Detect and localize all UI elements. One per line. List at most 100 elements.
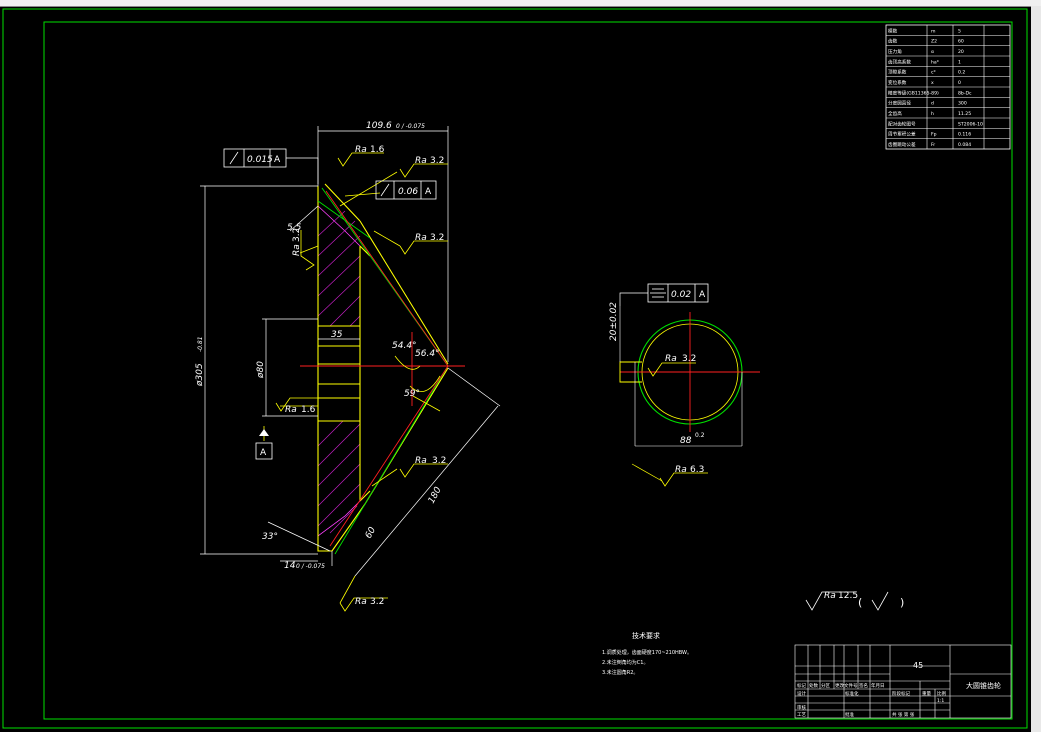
- svg-text:0.02: 0.02: [671, 290, 691, 300]
- title-row-3: 审核: [797, 704, 806, 711]
- dim-diameter: ø305: [195, 363, 205, 387]
- tech-notes: 技术要求 1.调质处理，齿面硬度170~210HBW。 2.未注倒角均为C1。 …: [602, 631, 692, 676]
- tech-note-2: 2.未注倒角均为C1。: [602, 659, 648, 666]
- runout-icon: [229, 151, 239, 165]
- svg-text:Ra: Ra: [285, 405, 297, 415]
- param-value: 5: [958, 28, 961, 34]
- dim-bore: ø80: [256, 361, 266, 379]
- title-col-3: 更改文件号: [835, 682, 858, 689]
- param-value: 8b-Dc: [958, 90, 972, 96]
- svg-text:A: A: [274, 155, 281, 165]
- dim-angle2: 56.4°: [415, 349, 440, 359]
- svg-text:1.6: 1.6: [370, 145, 385, 155]
- param-name: 齿数: [888, 38, 898, 45]
- svg-text:Ra: Ra: [355, 597, 367, 607]
- param-symbol: Z2: [931, 39, 937, 45]
- param-name: 分度圆直径: [888, 100, 911, 107]
- window-title-bar: [0, 0, 1041, 7]
- title-block: [794, 644, 1012, 719]
- svg-text:Ra: Ra: [415, 156, 427, 166]
- param-value: 11.25: [958, 111, 971, 117]
- dim-hub: 35: [331, 330, 343, 340]
- svg-text:1.6: 1.6: [301, 405, 316, 415]
- svg-text:12.5: 12.5: [838, 591, 858, 601]
- param-name: 模数: [888, 27, 898, 34]
- title-std: 标准化: [845, 690, 859, 697]
- gear-outline: [317, 183, 449, 552]
- symmetry-frame: 0.02 A: [619, 283, 709, 306]
- symmetry-icon: [650, 288, 666, 298]
- roughness-symbol-7: Ra 3.2: [339, 597, 388, 612]
- dim-bottom-width: 14: [284, 561, 296, 571]
- title-sheet: 共 张 第 张: [892, 711, 915, 718]
- title-col-4: 签名: [859, 682, 868, 689]
- param-name: 变位系数: [888, 79, 907, 86]
- svg-text:6.3: 6.3: [690, 465, 704, 475]
- tech-notes-heading: 技术要求: [632, 631, 660, 640]
- dim-top-width-tol: 0 / -0.075: [396, 123, 425, 130]
- dim-cone-len: 180: [427, 485, 444, 505]
- param-value: 0.2: [958, 70, 965, 76]
- param-name: 齿顶高系数: [888, 58, 911, 65]
- roughness-symbol-5: Ra 1.6: [275, 397, 318, 415]
- param-value: 0.084: [958, 142, 971, 148]
- dim-angle1: 54.4°: [392, 341, 417, 351]
- tech-note-1: 1.调质处理，齿面硬度170~210HBW。: [602, 649, 692, 656]
- svg-text:3.2: 3.2: [370, 597, 384, 607]
- dim-angle3: 59°: [404, 389, 420, 399]
- svg-text:3.2: 3.2: [682, 354, 696, 364]
- runout-frame-1: 0.015 A: [223, 148, 319, 186]
- title-scale-label: 比例: [937, 690, 946, 697]
- param-symbol: d: [931, 101, 934, 107]
- svg-text:Ra: Ra: [355, 145, 367, 155]
- param-name: 配对齿轮图号: [888, 120, 916, 127]
- roughness-symbol-9: Ra 6.3: [631, 463, 708, 487]
- roughness-symbol-8: Ra 3.2: [647, 354, 696, 377]
- title-col-5: 年月日: [871, 682, 885, 689]
- param-value: 0.116: [958, 132, 971, 138]
- title-col-1: 处数: [809, 682, 818, 689]
- param-name: 压力角: [888, 48, 902, 55]
- param-value: 300: [958, 101, 967, 107]
- dim-face-width: 60: [364, 525, 378, 540]
- param-symbol: x: [931, 81, 934, 86]
- runout-icon: [380, 183, 390, 197]
- dim-top-width: 109.6: [366, 121, 392, 131]
- param-value: 20: [958, 49, 964, 55]
- svg-text:3.2: 3.2: [432, 456, 446, 466]
- param-value: ST2006-10: [958, 121, 983, 127]
- param-symbol: h: [931, 111, 934, 117]
- vertical-scrollbar[interactable]: [1031, 6, 1041, 732]
- param-symbol: m: [931, 29, 936, 34]
- svg-text:Ra: Ra: [824, 591, 836, 601]
- param-symbol: Fr: [931, 142, 935, 148]
- svg-text:Ra: Ra: [292, 244, 302, 256]
- param-symbol: α: [931, 50, 934, 55]
- hatch-lines: [317, 210, 361, 534]
- dim-diameter-tol: -0.81: [197, 336, 204, 352]
- title-row-4: 工艺: [797, 712, 806, 718]
- svg-text:3.2: 3.2: [430, 233, 444, 243]
- param-value: 1: [958, 59, 961, 65]
- param-value: 60: [958, 39, 964, 45]
- svg-text:0.06: 0.06: [398, 187, 418, 197]
- title-stage: 阶段标记: [892, 690, 910, 697]
- param-name: 全齿高: [888, 110, 902, 117]
- svg-text:Ra: Ra: [415, 456, 427, 466]
- svg-text:3.2: 3.2: [430, 156, 444, 166]
- roughness-symbol-2: Ra 3.2: [399, 156, 448, 178]
- param-name: 顶隙系数: [888, 69, 907, 76]
- param-symbol: c*: [931, 70, 937, 76]
- general-roughness: Ra 12.5 ( ): [805, 591, 904, 611]
- hatch-upper: [317, 205, 361, 327]
- svg-text:3.2: 3.2: [292, 228, 302, 242]
- runout-frame-2: 0.06 A: [375, 180, 437, 200]
- dim-bore-diameter: 88: [680, 436, 692, 446]
- title-scale: 1:1: [937, 698, 944, 704]
- center-lines: [300, 190, 465, 547]
- datum-a: A: [255, 429, 273, 460]
- keyway-view: 20±0.02 88 0.2 Ra 3.2 Ra 6.3 0.02 A: [609, 283, 760, 487]
- inner-frame: [43, 21, 1013, 720]
